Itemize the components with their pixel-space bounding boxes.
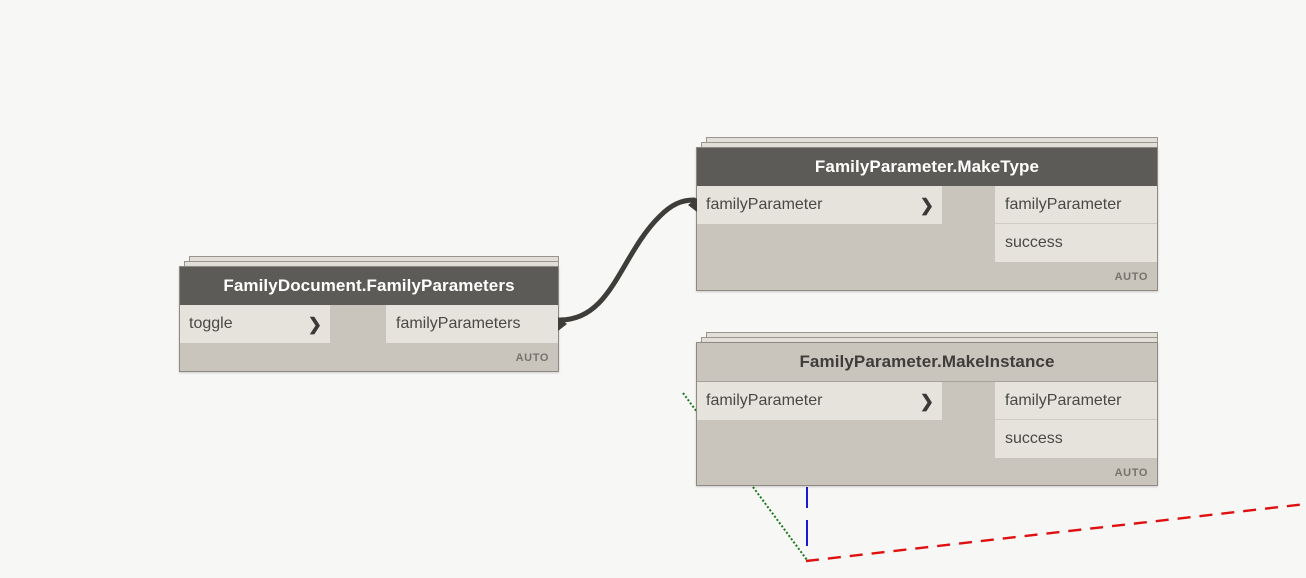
output-port-label: familyParameter [1005, 195, 1122, 213]
node-family-parameter-make-type[interactable]: FamilyParameter.MakeType familyParameter… [688, 147, 1158, 292]
output-port-success[interactable]: success [995, 420, 1157, 458]
red-dashed-line [805, 502, 1306, 563]
node-body: familyParameter ❯ familyParameter succes… [697, 382, 1157, 488]
input-port-familyparameter[interactable]: familyParameter ❯ [697, 382, 942, 420]
input-port-familyparameter[interactable]: familyParameter ❯ [697, 186, 942, 224]
output-port-label: familyParameters [396, 315, 521, 332]
node-title-bar[interactable]: FamilyDocument.FamilyParameters [180, 267, 558, 305]
execution-mode-badge: AUTO [1114, 271, 1148, 283]
green-dotted-upper-line [682, 392, 698, 413]
input-port-label: toggle [189, 315, 233, 332]
node-title: FamilyParameter.MakeType [814, 157, 1040, 176]
chevron-right-icon: ❯ [919, 195, 934, 215]
output-port-familyparameter[interactable]: familyParameter [995, 186, 1157, 224]
output-port-success[interactable]: success [995, 224, 1157, 262]
input-port-label: familyParameter [706, 196, 823, 213]
node-footer: AUTO [697, 458, 1157, 488]
output-port-familyparameters[interactable]: familyParameters [386, 305, 558, 343]
input-port-label: familyParameter [706, 392, 823, 409]
node-title-bar[interactable]: FamilyParameter.MakeType [697, 148, 1157, 186]
output-port-label: familyParameter [1005, 391, 1122, 409]
node-footer: AUTO [697, 262, 1157, 292]
node-family-parameter-make-instance[interactable]: FamilyParameter.MakeInstance familyParam… [696, 342, 1158, 486]
wire-familyparameters-to-maketype [557, 197, 697, 323]
input-port-toggle[interactable]: toggle ❯ [180, 305, 330, 343]
node-title: FamilyDocument.FamilyParameters [223, 276, 515, 295]
green-dotted-lower-line [752, 486, 808, 561]
node-body: toggle ❯ familyParameters AUTO [180, 305, 567, 373]
output-port-label: success [1005, 430, 1063, 447]
port-row: success [697, 224, 1157, 262]
output-port-familyparameter[interactable]: familyParameter [995, 382, 1157, 420]
node-title-bar[interactable]: FamilyParameter.MakeInstance [697, 343, 1157, 382]
chevron-right-icon: ❯ [307, 314, 322, 334]
execution-mode-badge: AUTO [1114, 467, 1148, 479]
output-port-label: success [1005, 234, 1063, 251]
node-title: FamilyParameter.MakeInstance [799, 352, 1055, 371]
chevron-right-icon: ❯ [919, 391, 934, 411]
port-row: toggle ❯ familyParameters [180, 305, 567, 343]
execution-mode-badge: AUTO [515, 352, 549, 364]
port-row: success [697, 420, 1157, 458]
node-family-document-family-parameters[interactable]: FamilyDocument.FamilyParameters toggle ❯… [179, 266, 567, 373]
node-body: familyParameter ❯ familyParameter succes… [688, 186, 1157, 292]
node-footer: AUTO [180, 343, 558, 373]
port-row: familyParameter ❯ familyParameter [697, 382, 1157, 420]
port-row: familyParameter ❯ familyParameter [688, 186, 1157, 224]
input-connector-nub[interactable] [688, 198, 697, 212]
output-connector-nub[interactable] [558, 317, 567, 331]
